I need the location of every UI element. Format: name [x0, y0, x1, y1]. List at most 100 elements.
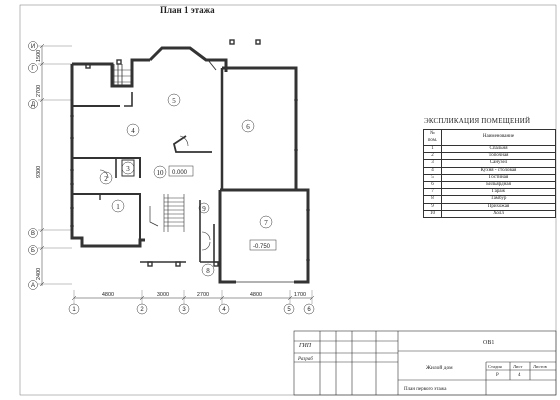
dimension-value: 3000 — [157, 292, 169, 298]
door-swing — [201, 241, 211, 251]
bottom-dimensions — [68, 290, 315, 315]
left-dimensions — [28, 41, 72, 290]
bay-wall — [148, 46, 228, 72]
stamp-code: ОВ1 — [483, 340, 494, 346]
outer-wall — [72, 62, 124, 88]
axis-number: 4 — [222, 307, 226, 313]
room-number: 4 — [131, 127, 135, 135]
room-markers — [99, 93, 273, 277]
axis-letter: А — [31, 283, 35, 289]
outer-wall — [70, 64, 145, 248]
axis-number: 2 — [140, 307, 144, 313]
room-name-cell: Кухня - столовая — [441, 166, 556, 175]
room-number: 5 — [172, 97, 176, 105]
stamp-sheets-label: Листов — [533, 364, 547, 369]
left-dimension-values: 1500 2700 9300 2400 — [36, 50, 42, 280]
room-name-cell: Санузел — [441, 159, 556, 168]
axis-number: 5 — [287, 307, 291, 313]
inner-wall — [72, 193, 141, 246]
room-name-cell: Тамбур — [441, 195, 556, 204]
axis-letter: Д — [31, 102, 35, 108]
axis-letter: И — [31, 44, 35, 50]
door-swing — [201, 231, 211, 241]
inner-wall — [124, 92, 133, 107]
stamp-gip: ГИП — [298, 343, 312, 349]
window — [70, 207, 74, 227]
room-number-cell: 6 — [423, 181, 442, 190]
staircase — [163, 194, 185, 232]
room-name-cell: Холл — [441, 209, 556, 219]
outer-wall — [222, 66, 300, 192]
dimension-value: 1500 — [36, 50, 42, 62]
room-number: 7 — [264, 219, 268, 227]
sheet-frame — [19, 4, 557, 396]
inner-wall — [121, 159, 135, 177]
inner-wall — [172, 135, 212, 153]
floor-plan — [70, 39, 310, 284]
room-number: 9 — [202, 205, 206, 213]
page-title: План 1 этажа — [160, 5, 215, 15]
column — [229, 39, 235, 45]
column — [147, 261, 153, 267]
title-block — [293, 330, 557, 396]
dimension-value: 1700 — [294, 292, 306, 298]
room-name-cell: Топочная — [441, 152, 556, 161]
room-numbers: 1 2 3 4 5 6 7 8 9 10 — [104, 97, 268, 275]
bottom-dimension-values: 4800 3000 2700 4800 1700 — [102, 292, 306, 298]
outer-wall — [218, 190, 236, 284]
axis-number: 3 — [182, 307, 186, 313]
explication-title: ЭКСПЛИКАЦИЯ ПОМЕЩЕНИЙ — [424, 117, 531, 125]
column — [175, 261, 181, 267]
room-number: 3 — [126, 165, 130, 173]
header-number: № пом. — [423, 129, 442, 146]
level-mark: 0.000 — [172, 170, 188, 176]
level-mark: -0.750 — [253, 244, 271, 250]
room-number: 6 — [246, 123, 250, 131]
stamp-developer: Разраб — [297, 357, 313, 362]
axis-letter: Г — [31, 66, 35, 72]
dimension-value: 4800 — [102, 292, 114, 298]
room-name-cell: Гараж — [441, 188, 556, 197]
room-number: 2 — [104, 175, 108, 183]
stamp-sheet-label: Лист — [513, 364, 522, 369]
axis-letter: Б — [31, 248, 35, 254]
window — [306, 209, 310, 261]
room-name-cell: Бильярдная — [441, 181, 556, 190]
dimension-value: 2700 — [36, 85, 42, 97]
axis-number: 6 — [307, 307, 311, 313]
window — [70, 115, 74, 139]
stamp-sheet: 4 — [518, 373, 521, 378]
header-name: Наименование — [441, 129, 556, 146]
room-name-cell: Спальня — [441, 144, 556, 154]
room-number-cell: 9 — [423, 202, 442, 211]
axis-number: 1 — [72, 307, 76, 313]
outer-wall — [124, 58, 150, 88]
room-number-cell: 7 — [423, 188, 442, 197]
outer-wall — [220, 188, 310, 284]
door-swing — [99, 169, 109, 179]
room-number: 8 — [206, 267, 210, 275]
inner-wall — [199, 200, 215, 262]
dimension-value: 2700 — [197, 292, 209, 298]
inner-wall — [72, 157, 141, 178]
column — [255, 39, 261, 45]
room-number-cell: 2 — [423, 152, 442, 161]
room-number-cell: 8 — [423, 195, 442, 204]
room-number-cell: 1 — [423, 144, 442, 154]
column — [85, 63, 91, 69]
stamp-stage-label: Стадия — [488, 364, 502, 369]
dimension-value: 4800 — [250, 292, 262, 298]
room-name-cell: Прихожая — [441, 202, 556, 211]
bottom-axis-numbers: 1 2 3 4 5 6 — [72, 307, 311, 313]
window — [70, 169, 74, 185]
dimension-value: 9300 — [36, 166, 42, 178]
room-number: 10 — [157, 169, 165, 177]
